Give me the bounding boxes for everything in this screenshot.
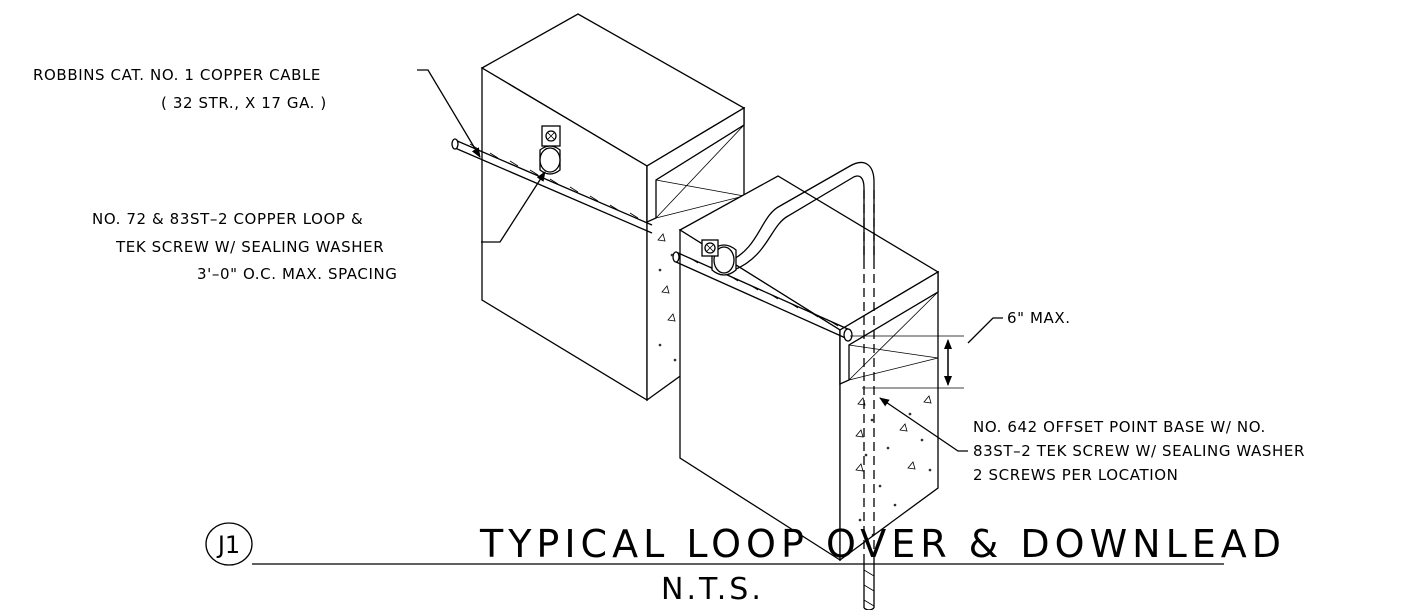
cable-callout-line1: ROBBINS CAT. NO. 1 COPPER CABLE [33, 66, 321, 84]
loop-callout-line1: NO. 72 & 83ST–2 COPPER LOOP & [92, 210, 363, 228]
detail-tag: J1 [216, 531, 240, 559]
scale-note: N.T.S. [661, 572, 764, 607]
dimension-callout: 6" MAX. [850, 309, 1071, 389]
copper-loop-over [701, 161, 875, 276]
loop-callout-line2: TEK SCREW W/ SEALING WASHER [115, 238, 384, 256]
base-callout-line1: NO. 642 OFFSET POINT BASE W/ NO. [973, 418, 1266, 436]
left-copper-loop-clamp [539, 125, 561, 175]
downlead-conductor [863, 190, 875, 610]
loop-callout: NO. 72 & 83ST–2 COPPER LOOP & TEK SCREW … [92, 171, 546, 283]
cable-callout: ROBBINS CAT. NO. 1 COPPER CABLE ( 32 STR… [33, 66, 481, 158]
base-callout: NO. 642 OFFSET POINT BASE W/ NO. 83ST–2 … [879, 397, 1305, 484]
left-copper-cable [451, 138, 653, 234]
dimension-label: 6" MAX. [1007, 309, 1071, 327]
right-parapet-block [678, 175, 940, 562]
right-block-concrete-hatch [855, 395, 932, 537]
detail-tag-circle [205, 522, 253, 566]
cable-callout-line2: ( 32 STR., X 17 GA. ) [161, 94, 327, 112]
loop-callout-line3: 3'–0" O.C. MAX. SPACING [197, 265, 398, 283]
base-callout-line3: 2 SCREWS PER LOCATION [973, 466, 1178, 484]
title-block: J1 TYPICAL LOOP OVER & DOWNLEAD N.T.S. [205, 522, 1286, 607]
detail-title: TYPICAL LOOP OVER & DOWNLEAD [479, 522, 1286, 566]
base-callout-line2: 83ST–2 TEK SCREW W/ SEALING WASHER [973, 442, 1305, 460]
